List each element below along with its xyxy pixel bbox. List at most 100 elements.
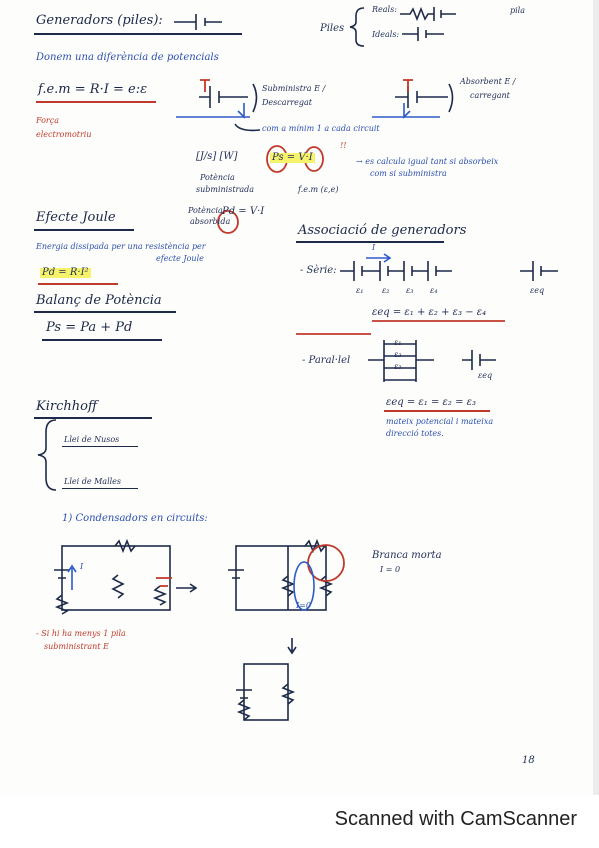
circuit-3-resistor: [280, 683, 296, 705]
joule-desc: Energia dissipada per una resistència pe…: [36, 242, 206, 251]
series-current-arrow: [366, 253, 392, 263]
kirchhoff-brace: [37, 419, 57, 491]
footer-bar: Scanned with CamScanner: [0, 795, 599, 848]
ideal-cell-symbol: [402, 27, 444, 41]
force-label-2: electromotriu: [36, 130, 92, 139]
current-arrow-absorb: [403, 103, 411, 119]
cap-note-1: - Si hi ha menys 1 pila: [36, 629, 126, 638]
circuit-1-frame: [61, 545, 171, 611]
circuit-current-label: I: [80, 562, 84, 571]
current-arrow-supply: [237, 103, 245, 119]
series-eeq: εeq: [530, 286, 545, 295]
plus-sign-2: [403, 79, 413, 92]
circuit-1-resistor-mid: [111, 574, 125, 599]
cell-supply: [199, 86, 248, 108]
parallel-formula: εeq = ε₁ = ε₂ = ε₃: [386, 397, 477, 408]
plus-sign-1: [200, 79, 210, 92]
generators-heading: Generadors (piles):: [36, 13, 163, 28]
handwritten-drawings: [37, 6, 558, 721]
parallel-cells: [368, 340, 434, 382]
piles-ideal: Ideals:: [372, 30, 400, 39]
arrow-1-head: [189, 583, 198, 593]
force-label-1: Força: [36, 116, 60, 125]
calc-note-2: com si subministra: [370, 169, 447, 178]
fem-label: f.e.m (ε,e): [298, 185, 339, 194]
series-e3: ε₃: [406, 286, 414, 295]
parallel-e2: ε₂: [394, 350, 402, 359]
parallel-label: - Paral·lel: [302, 355, 351, 366]
series-current-label: I: [372, 243, 376, 252]
series-formula: εeq = ε₁ + ε₂ + ε₃ − ε₄: [372, 307, 487, 318]
circuit-3-resistor-left: [236, 699, 252, 721]
arrow-min: [234, 123, 261, 132]
units-label: [J/s] [W]: [196, 151, 238, 162]
dead-branch-label: Branca morta: [372, 550, 442, 561]
kirchhoff-heading: Kirchhoff: [36, 399, 98, 414]
loop-current-zero: I=0: [296, 601, 311, 610]
circuit-2-resistor-top: [304, 538, 326, 554]
scanned-page: Generadors (piles): Piles Reals: Ideals:…: [34, 0, 599, 795]
discharged-label: Descarregat: [262, 98, 312, 107]
real-side-note: pila: [510, 6, 526, 15]
parallel-formula-underline: [384, 410, 490, 412]
potential-diff-text: Donem una diferència de potencials: [36, 52, 219, 63]
piles-brace: [349, 7, 365, 47]
parallel-eeq: εeq: [478, 371, 493, 380]
dead-branch-ellipse: [293, 561, 315, 611]
series-equivalent: [520, 261, 558, 281]
joule-formula: Pd = R·I²: [40, 267, 91, 278]
circuit-1-resistor-right: [152, 585, 168, 606]
page-edge-shadow: [593, 0, 599, 795]
pot-supplied-1: Potència: [200, 173, 235, 182]
circuit-3-cell: [236, 689, 252, 699]
circuit-1-cell: [54, 569, 70, 579]
charged-label: carregant: [470, 91, 510, 100]
law-meshes-underline: [62, 488, 138, 489]
joule-desc-2: efecte Joule: [156, 254, 204, 263]
generators-underline: [34, 33, 242, 35]
emf-formula: f.e.m = R·I = e:ε: [38, 82, 148, 97]
circuit-2-resistor-mid: [280, 575, 296, 597]
series-label: - Sèrie:: [300, 265, 337, 276]
balance-formula: Ps = Pa + Pd: [46, 320, 133, 335]
cell-absorb: [395, 86, 448, 108]
series-e2: ε₂: [382, 286, 390, 295]
law-meshes: Llei de Malles: [64, 477, 122, 486]
braces-right: [252, 83, 454, 113]
law-nodes-underline: [62, 446, 138, 447]
calc-note-1: → es calcula igual tant si absorbeix: [356, 157, 499, 166]
pd-circle: [217, 210, 239, 234]
parallel-note-1: mateix potencial i mateixa: [386, 417, 494, 426]
circuit-2-resistor-right: [318, 575, 334, 597]
real-cell-symbol: [400, 6, 456, 22]
circuit-1-resistor-left: [54, 594, 70, 615]
piles-label: Piles: [320, 23, 345, 34]
balance-underline: [34, 311, 176, 313]
min-note: com a mínim 1 a cada circuit: [262, 124, 380, 133]
assoc-underline: [296, 241, 444, 243]
cap-note-2: subministrant E: [44, 642, 109, 651]
cap-heading: 1) Condensadors en circuits:: [62, 513, 208, 524]
current-arrow-circuit: [67, 564, 77, 590]
pd-formula: Pd = V·I: [222, 206, 265, 217]
law-nodes: Llei de Nusos: [64, 435, 120, 444]
parallel-e3: ε₃: [394, 362, 402, 371]
ps-formula: Ps = V·I: [270, 152, 315, 163]
circuit-1-resistor-top: [114, 538, 136, 554]
supplies-label: Subministra E /: [262, 84, 326, 93]
balance-formula-underline: [42, 339, 162, 341]
series-cells: [340, 261, 452, 281]
joule-heading: Efecte Joule: [36, 210, 116, 225]
assoc-heading: Associació de generadors: [298, 223, 467, 238]
piles-real: Reals:: [372, 5, 397, 14]
page-number: 18: [522, 755, 535, 766]
kirchhoff-underline: [34, 417, 152, 419]
capacitor-red: [156, 577, 172, 587]
pot-absorbed-1: Potència: [188, 206, 223, 215]
pot-supplied-2: subministrada: [196, 185, 255, 194]
joule-formula-underline: [38, 283, 118, 285]
balance-heading: Balanç de Potència: [36, 293, 162, 308]
series-e1: ε₁: [356, 286, 364, 295]
scanner-watermark: Scanned with CamScanner: [334, 808, 577, 830]
series-e4: ε₄: [430, 286, 438, 295]
